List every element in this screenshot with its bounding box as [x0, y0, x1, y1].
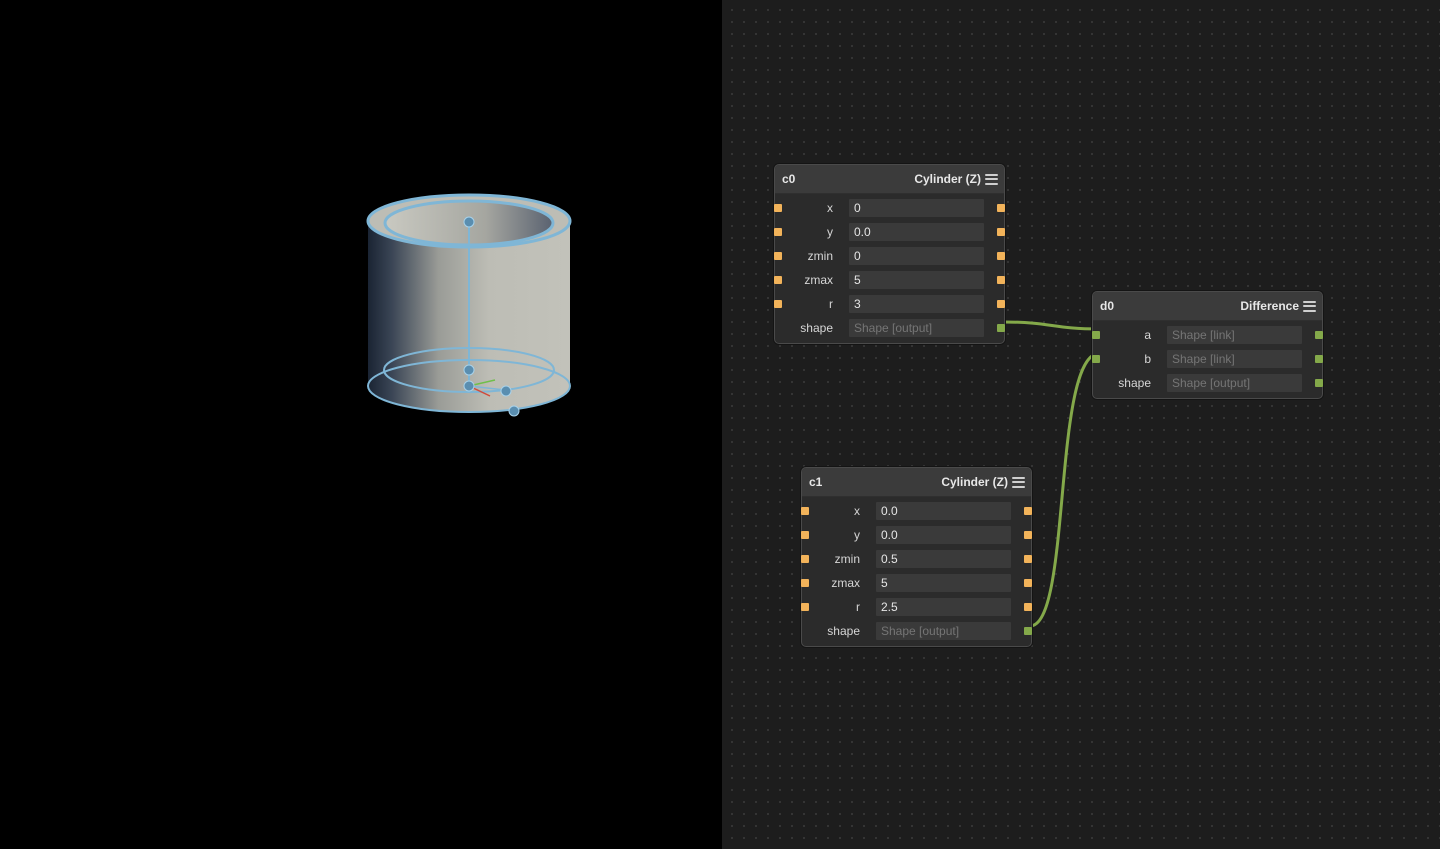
param-row-r: r — [774, 292, 1005, 316]
param-field-y[interactable] — [849, 223, 984, 241]
param-row-shape: shape — [802, 619, 1032, 643]
param-row-b: b — [1092, 347, 1323, 371]
input-port-zmax[interactable] — [774, 276, 782, 284]
param-row-shape: shape — [1093, 371, 1323, 395]
input-port-zmin[interactable] — [801, 555, 809, 563]
radius-handle[interactable] — [500, 385, 512, 397]
top-handle[interactable] — [463, 216, 475, 228]
param-row-a: a — [1092, 323, 1323, 347]
param-label: zmax — [804, 273, 833, 287]
output-port-shape[interactable] — [1315, 379, 1323, 387]
output-port-r[interactable] — [997, 300, 1005, 308]
output-port-y[interactable] — [1024, 531, 1032, 539]
param-field-zmax[interactable] — [876, 574, 1011, 592]
param-row-r: r — [801, 595, 1032, 619]
wire-c0-shape-to-d0-a[interactable] — [1003, 320, 1101, 331]
output-port-zmin[interactable] — [997, 252, 1005, 260]
node-header[interactable]: d0 Difference — [1093, 292, 1322, 321]
node-graph-canvas[interactable]: c0 Cylinder (Z) x y zmin — [722, 0, 1440, 849]
param-row-shape: shape — [775, 316, 1005, 340]
input-port-x[interactable] — [801, 507, 809, 515]
param-field-zmin[interactable] — [849, 247, 984, 265]
node-d0[interactable]: d0 Difference a b shape — [1092, 291, 1323, 399]
output-port-zmin[interactable] — [1024, 555, 1032, 563]
param-row-y: y — [801, 523, 1032, 547]
param-label: x — [827, 201, 833, 215]
origin-handle[interactable] — [463, 380, 475, 392]
output-port-r[interactable] — [1024, 603, 1032, 611]
connection-wires — [1003, 320, 1101, 628]
output-port-b[interactable] — [1315, 355, 1323, 363]
shape-output-field — [849, 319, 984, 337]
input-port-b[interactable] — [1092, 355, 1100, 363]
output-port-shape[interactable] — [997, 324, 1005, 332]
output-port-zmax[interactable] — [1024, 579, 1032, 587]
param-label: y — [854, 528, 860, 542]
param-row-zmax: zmax — [801, 571, 1032, 595]
param-row-x: x — [801, 499, 1032, 523]
input-port-zmin[interactable] — [774, 252, 782, 260]
node-type: Difference — [1240, 299, 1299, 313]
link-field-b — [1167, 350, 1302, 368]
input-port-a[interactable] — [1092, 331, 1100, 339]
input-port-x[interactable] — [774, 204, 782, 212]
param-label: r — [856, 600, 860, 614]
param-label: zmax — [831, 576, 860, 590]
node-header[interactable]: c1 Cylinder (Z) — [802, 468, 1031, 497]
node-c0[interactable]: c0 Cylinder (Z) x y zmin — [774, 164, 1005, 344]
wire-c1-shape-to-d0-b[interactable] — [1029, 351, 1101, 628]
param-label: x — [854, 504, 860, 518]
param-row-zmin: zmin — [801, 547, 1032, 571]
output-port-x[interactable] — [997, 204, 1005, 212]
param-row-y: y — [774, 220, 1005, 244]
param-label: r — [829, 297, 833, 311]
link-field-a — [1167, 326, 1302, 344]
param-label: shape — [1118, 376, 1151, 390]
param-field-zmax[interactable] — [849, 271, 984, 289]
param-field-r[interactable] — [876, 598, 1011, 616]
hamburger-menu-icon[interactable] — [1012, 476, 1025, 488]
input-port-y[interactable] — [801, 531, 809, 539]
param-row-zmax: zmax — [774, 268, 1005, 292]
output-port-shape[interactable] — [1024, 627, 1032, 635]
param-field-y[interactable] — [876, 526, 1011, 544]
node-c1[interactable]: c1 Cylinder (Z) x y zmin — [801, 467, 1032, 647]
output-port-y[interactable] — [997, 228, 1005, 236]
param-label: y — [827, 225, 833, 239]
input-port-r[interactable] — [801, 603, 809, 611]
output-port-zmax[interactable] — [997, 276, 1005, 284]
param-row-x: x — [774, 196, 1005, 220]
node-type: Cylinder (Z) — [914, 172, 981, 186]
node-header[interactable]: c0 Cylinder (Z) — [775, 165, 1004, 194]
param-row-zmin: zmin — [774, 244, 1005, 268]
hamburger-menu-icon[interactable] — [1303, 300, 1316, 312]
output-port-x[interactable] — [1024, 507, 1032, 515]
param-field-zmin[interactable] — [876, 550, 1011, 568]
3d-render[interactable] — [0, 0, 722, 849]
param-label: a — [1144, 328, 1151, 342]
node-type: Cylinder (Z) — [941, 475, 1008, 489]
radius-handle-line — [468, 385, 506, 391]
hamburger-menu-icon[interactable] — [985, 173, 998, 185]
param-label: zmin — [834, 552, 860, 566]
node-name: c1 — [809, 475, 823, 489]
param-label: shape — [800, 321, 833, 335]
param-label: zmin — [807, 249, 833, 263]
param-label: shape — [827, 624, 860, 638]
outer-radius-handle[interactable] — [508, 405, 520, 417]
shape-output-field — [1167, 374, 1302, 392]
input-port-r[interactable] — [774, 300, 782, 308]
zmin-handle[interactable] — [463, 364, 475, 376]
node-name: c0 — [782, 172, 796, 186]
output-port-a[interactable] — [1315, 331, 1323, 339]
param-field-x[interactable] — [876, 502, 1011, 520]
param-field-x[interactable] — [849, 199, 984, 217]
input-port-zmax[interactable] — [801, 579, 809, 587]
param-field-r[interactable] — [849, 295, 984, 313]
3d-viewport[interactable] — [0, 0, 722, 849]
param-label: b — [1144, 352, 1151, 366]
input-port-y[interactable] — [774, 228, 782, 236]
node-name: d0 — [1100, 299, 1115, 313]
shape-output-field — [876, 622, 1011, 640]
